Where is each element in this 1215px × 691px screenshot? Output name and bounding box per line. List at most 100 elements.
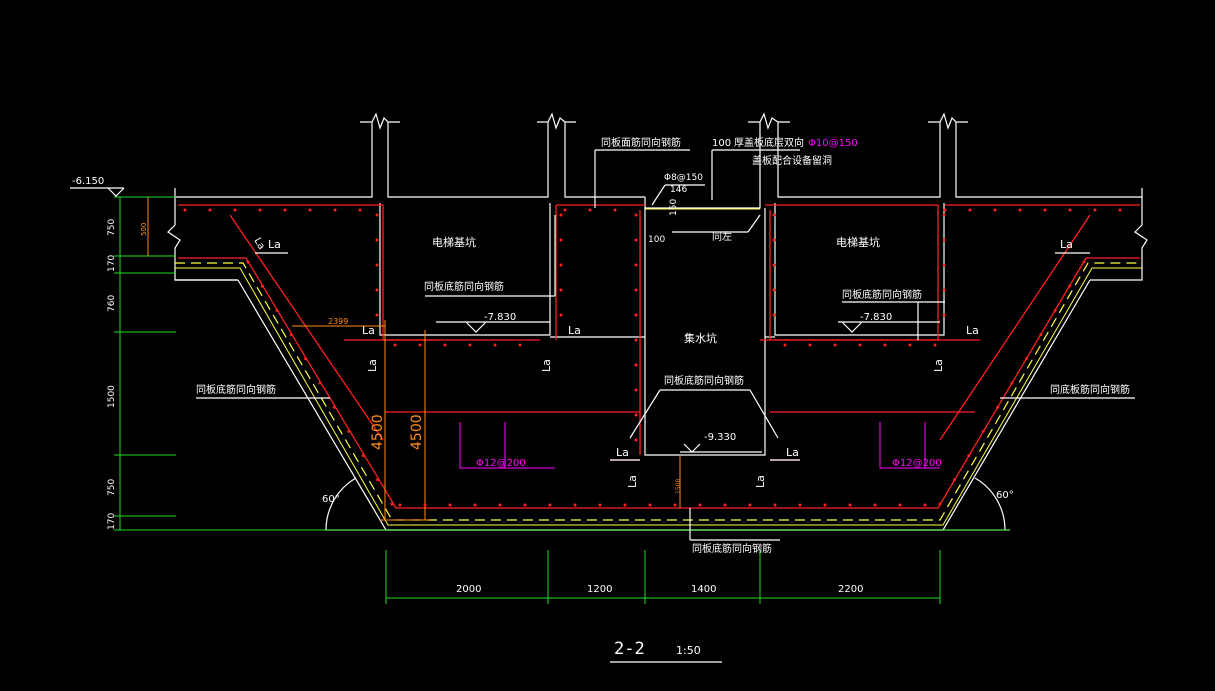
la-label: La (754, 475, 767, 488)
rebar-dot (967, 454, 971, 458)
rebar-dot (808, 343, 812, 347)
rebar-dot (1018, 208, 1022, 212)
rebar-dot (698, 503, 702, 507)
angle-right-label: 60° (996, 490, 1014, 501)
rebar-dot (375, 238, 379, 242)
rebar-dot (1068, 284, 1072, 288)
rebar-dot (634, 238, 638, 242)
la-label: La (568, 324, 581, 337)
note-100: 100 (712, 138, 731, 149)
rebar-dot (559, 213, 563, 217)
structure-outline (167, 112, 1148, 531)
rebar-dot (833, 343, 837, 347)
rebar-dot (358, 208, 362, 212)
rebar-dot (772, 288, 776, 292)
rebar-dot (443, 343, 447, 347)
angle-left-label: 60° (322, 494, 340, 505)
rebar-dot (772, 263, 776, 267)
elevation-label-3: -9.330 (704, 432, 736, 443)
rebar-dot (448, 503, 452, 507)
rebar-dot (673, 503, 677, 507)
note-100b: 100 (648, 235, 665, 245)
elevation-label-1: -7.830 (484, 312, 516, 323)
rebar-dot (634, 363, 638, 367)
rebar-dot (772, 238, 776, 242)
rebar-dot (1010, 381, 1014, 385)
rebar-dot (634, 213, 638, 217)
rebar-dot (347, 429, 351, 433)
rebar-dot (848, 503, 852, 507)
rebar-dot (873, 503, 877, 507)
left-dim: 750 (107, 479, 117, 496)
rebar-dot (559, 313, 563, 317)
orange-dimensions (140, 196, 681, 521)
rebar-dot (473, 503, 477, 507)
rebar-right-label: Φ12@200 (892, 458, 942, 469)
rebar-dot (993, 208, 997, 212)
rebar-dot (375, 288, 379, 292)
section-scale: 1:50 (676, 644, 701, 657)
rebar-dot (723, 503, 727, 507)
rebar-dot (304, 357, 308, 361)
rebar-dot (183, 208, 187, 212)
la-label: La (268, 238, 281, 251)
rebar-dot (588, 208, 592, 212)
leader-lines (70, 149, 1135, 541)
rebar-dot (398, 503, 402, 507)
la-label: La (626, 475, 639, 488)
rebar-dot (260, 284, 264, 288)
rebar-dot (613, 208, 617, 212)
note-slope-left: 同板底筋同向钢筋 (196, 383, 276, 396)
rebar-dot (468, 343, 472, 347)
dim-4500b: 4500 (409, 414, 425, 450)
la-label: La (540, 359, 553, 372)
rebar-dot (598, 503, 602, 507)
rebar-dot (634, 388, 638, 392)
rebar-dot (375, 313, 379, 317)
rebar-dot (559, 238, 563, 242)
rebar-dot (208, 208, 212, 212)
dim-500: 500 (140, 223, 148, 236)
la-label: La (366, 359, 379, 372)
rebar-dot (308, 208, 312, 212)
rebar-dot (1043, 208, 1047, 212)
rebar-dot (563, 208, 567, 212)
rebar-dot (908, 343, 912, 347)
waterproof-layer (175, 208, 1142, 526)
rebar-dot (375, 213, 379, 217)
rebar-dot (559, 288, 563, 292)
rebar-dot (233, 208, 237, 212)
rebar-dot (748, 503, 752, 507)
rebar-dot (634, 338, 638, 342)
rebar-dot (938, 502, 942, 506)
rebar-dot (952, 478, 956, 482)
rebar-dot (332, 405, 336, 409)
rebar-dot (823, 503, 827, 507)
rebar-dot (772, 213, 776, 217)
note-cover-2: 盖板配合设备留洞 (752, 154, 832, 167)
note-cover-rebar: Φ10@150 (808, 138, 858, 149)
rebar-dot (634, 413, 638, 417)
rebar-dot (996, 405, 1000, 409)
rebar-dot (1093, 208, 1097, 212)
left-dim: 750 (107, 219, 117, 236)
rebar-dots (183, 208, 1122, 507)
rebar-dot (772, 313, 776, 317)
left-dim: 760 (107, 295, 117, 312)
rebar-dot (634, 263, 638, 267)
dimension-lines (114, 196, 1010, 604)
rebar-dot (493, 343, 497, 347)
rebar-dot (548, 503, 552, 507)
rebar-dot (275, 308, 279, 312)
rebar-dot (518, 343, 522, 347)
rebar-dot (1082, 260, 1086, 264)
rebar-dot (623, 503, 627, 507)
rebar-dot (942, 213, 946, 217)
rebar-dot (423, 503, 427, 507)
rebar-dot (390, 502, 394, 506)
note-slope-right: 同底板筋同向钢筋 (1050, 383, 1130, 396)
note-sump: 同板底筋同向钢筋 (664, 374, 744, 387)
dim-2399: 2399 (328, 317, 348, 326)
rebar-dot (1053, 308, 1057, 312)
rebar-dot (289, 333, 293, 337)
